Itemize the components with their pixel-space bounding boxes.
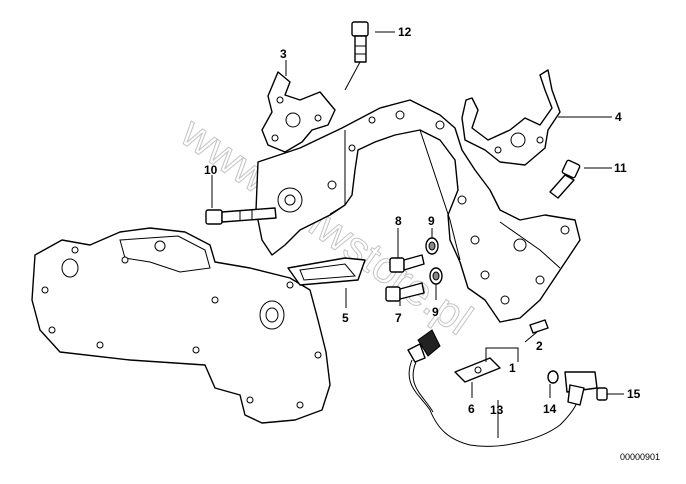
dowel-pin xyxy=(529,319,549,334)
seal-ring-upper xyxy=(425,237,439,255)
callout-6: 6 xyxy=(468,402,475,416)
callout-9-lower: 9 xyxy=(432,305,439,319)
callout-9-upper: 9 xyxy=(428,214,435,228)
callout-labels: 1 2 3 4 5 6 7 8 9 9 10 11 12 13 14 15 xyxy=(204,25,641,417)
callout-8: 8 xyxy=(395,214,402,228)
callout-12: 12 xyxy=(398,25,412,39)
seal-ring-lower xyxy=(429,267,443,285)
position-sensor xyxy=(547,370,608,406)
gasket-small xyxy=(287,257,366,286)
callout-14: 14 xyxy=(543,402,557,416)
gasket-left xyxy=(261,71,336,153)
callout-7: 7 xyxy=(395,311,402,325)
callout-5: 5 xyxy=(342,311,349,325)
bolt-12 xyxy=(351,21,369,63)
callout-4: 4 xyxy=(615,110,622,124)
diagram-code: 00000901 xyxy=(620,452,660,462)
leader-lines xyxy=(211,31,624,438)
callout-2: 2 xyxy=(536,339,543,353)
front-housing xyxy=(255,99,581,323)
bolt-10 xyxy=(205,207,277,225)
bolt-8 xyxy=(389,254,425,273)
callout-3: 3 xyxy=(280,47,287,61)
callout-13: 13 xyxy=(490,403,504,417)
callout-10: 10 xyxy=(204,163,218,177)
timing-cover xyxy=(31,227,331,424)
gasket-right xyxy=(461,69,561,166)
bolt-7 xyxy=(385,282,425,302)
callout-1: 1 xyxy=(509,361,516,375)
bolt-11 xyxy=(549,159,581,199)
callout-11: 11 xyxy=(614,161,627,175)
sensor-cable xyxy=(407,329,579,447)
callout-15: 15 xyxy=(627,387,641,401)
cover-plate xyxy=(454,357,501,383)
